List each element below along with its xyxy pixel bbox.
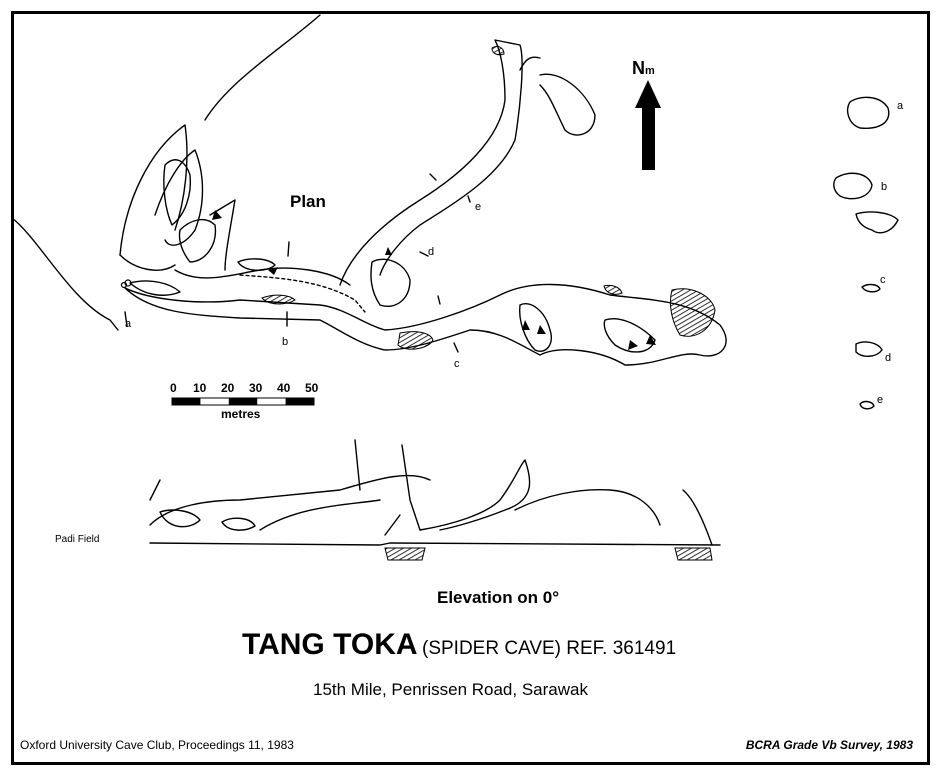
map-frame: [11, 11, 930, 765]
section-letter: d: [885, 352, 892, 364]
elevation-floor: [149, 542, 721, 546]
section-letter: a: [125, 318, 132, 330]
map-title-sub: (SPIDER CAVE) REF. 361491: [422, 638, 677, 659]
section-letter: a: [897, 100, 904, 112]
source-credit: Oxford University Cave Club, Proceedings…: [20, 738, 294, 752]
scale-tick-label: 40: [277, 381, 291, 395]
section-letter: e: [877, 394, 884, 406]
section-letter: c: [880, 274, 886, 286]
hatched-deposits: [261, 45, 716, 561]
scale-bar: [171, 397, 315, 406]
section-letter: b: [282, 336, 289, 348]
scale-unit-label: metres: [221, 407, 261, 421]
survey-grade: BCRA Grade Vb Survey, 1983: [745, 738, 913, 752]
plan-main-passage: [124, 283, 727, 366]
section-letter: c: [454, 358, 460, 370]
map-title: TANG TOKA (SPIDER CAVE) REF. 361491: [242, 628, 676, 662]
padi-field-label: Padi Field: [55, 534, 100, 545]
scale-tick-label: 50: [305, 381, 319, 395]
map-title-main: TANG TOKA: [242, 628, 418, 661]
section-letter: b: [881, 181, 888, 193]
plan-label: Plan: [290, 192, 326, 211]
scale-tick-label: 20: [221, 381, 235, 395]
scale-tick-label: 10: [193, 381, 207, 395]
location-text: 15th Mile, Penrissen Road, Sarawak: [313, 680, 588, 699]
scale-tick-label: 0: [170, 381, 177, 395]
scale-tick-label: 30: [249, 381, 263, 395]
plan-north-branch: [339, 39, 523, 286]
section-letter: d: [428, 246, 435, 258]
section-letter: e: [475, 201, 482, 213]
north-label: Nm: [632, 58, 655, 78]
north-arrow: [635, 80, 661, 170]
elevation-label: Elevation on 0°: [437, 588, 560, 607]
